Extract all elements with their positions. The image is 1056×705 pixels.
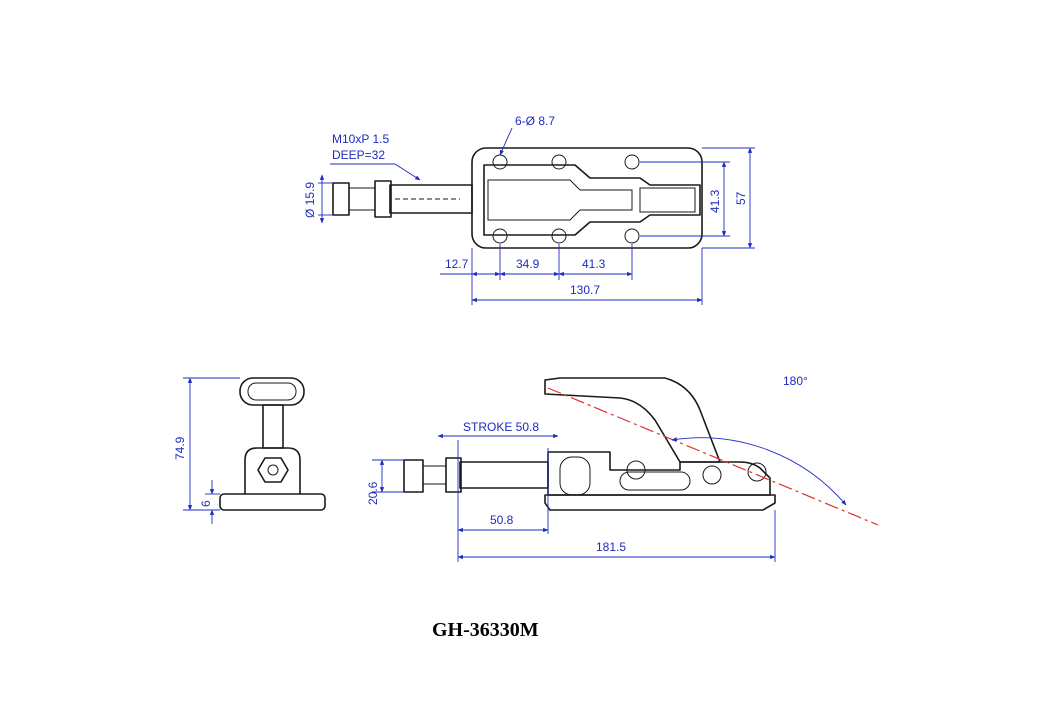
end-hex-center <box>267 464 279 476</box>
side-base <box>544 494 776 511</box>
holes-callout: 6-Ø 8.7 <box>515 114 555 128</box>
side-plunger-nut <box>445 457 462 493</box>
body-inner <box>487 179 633 221</box>
end-body <box>244 447 301 494</box>
stroke-label: STROKE 50.8 <box>463 420 539 434</box>
pivot-1 <box>626 460 646 480</box>
end-handle-grip-inner <box>247 382 297 401</box>
end-handle-stem <box>262 404 284 449</box>
dim-41-3-horizontal: 41.3 <box>582 257 606 271</box>
side-handle <box>544 377 721 463</box>
hole-2 <box>551 154 567 170</box>
hole-6 <box>624 228 640 244</box>
angle-label: 180° <box>783 374 808 388</box>
hole-3 <box>624 154 640 170</box>
dim-181-5: 181.5 <box>596 540 626 554</box>
end-view <box>219 377 326 511</box>
end-base <box>219 493 326 511</box>
mounting-holes <box>492 154 640 244</box>
side-view <box>403 377 879 526</box>
hole-1 <box>492 154 508 170</box>
dim-6: 6 <box>199 500 213 507</box>
end-view-dimensions: 74.9 6 <box>173 377 240 524</box>
clamp-body <box>483 164 701 236</box>
plunger-thread <box>348 187 376 211</box>
handle-top <box>639 187 696 213</box>
plunger-tip-nut <box>332 182 350 216</box>
plunger-rod <box>389 184 473 214</box>
side-view-dimensions: 180° STROKE 50.8 50.8 181.5 20.6 <box>366 374 847 562</box>
hole-4 <box>492 228 508 244</box>
depth-callout: DEEP=32 <box>332 148 385 162</box>
top-view <box>332 147 703 249</box>
dim-41-3-vertical: 41.3 <box>708 189 722 213</box>
end-handle-grip <box>239 377 305 406</box>
dim-50-8: 50.8 <box>490 513 514 527</box>
plunger-nut <box>374 180 392 218</box>
hole-5 <box>551 228 567 244</box>
side-plunger-tip <box>403 459 424 493</box>
end-hex <box>257 457 289 483</box>
model-title: GH-36330M <box>432 619 539 641</box>
top-view-dimensions: M10xP 1.5 DEEP=32 6-Ø 8.7 Ø 15.9 12.7 34… <box>303 114 755 305</box>
rod-diameter-label: Ø 15.9 <box>303 182 317 218</box>
dim-12-7: 12.7 <box>445 257 469 271</box>
dim-130-7: 130.7 <box>570 283 600 297</box>
dim-74-9: 74.9 <box>173 436 187 460</box>
side-body <box>547 451 771 496</box>
pivot-2 <box>702 465 722 485</box>
thread-callout: M10xP 1.5 <box>332 132 389 146</box>
dim-20-6: 20.6 <box>366 481 380 505</box>
dim-34-9: 34.9 <box>516 257 540 271</box>
side-link <box>619 471 691 491</box>
side-plunger-rod <box>459 461 549 489</box>
dim-57: 57 <box>734 191 748 205</box>
swing-centerline <box>547 387 879 526</box>
side-plunger-thread <box>422 465 447 485</box>
side-slot <box>559 456 591 496</box>
